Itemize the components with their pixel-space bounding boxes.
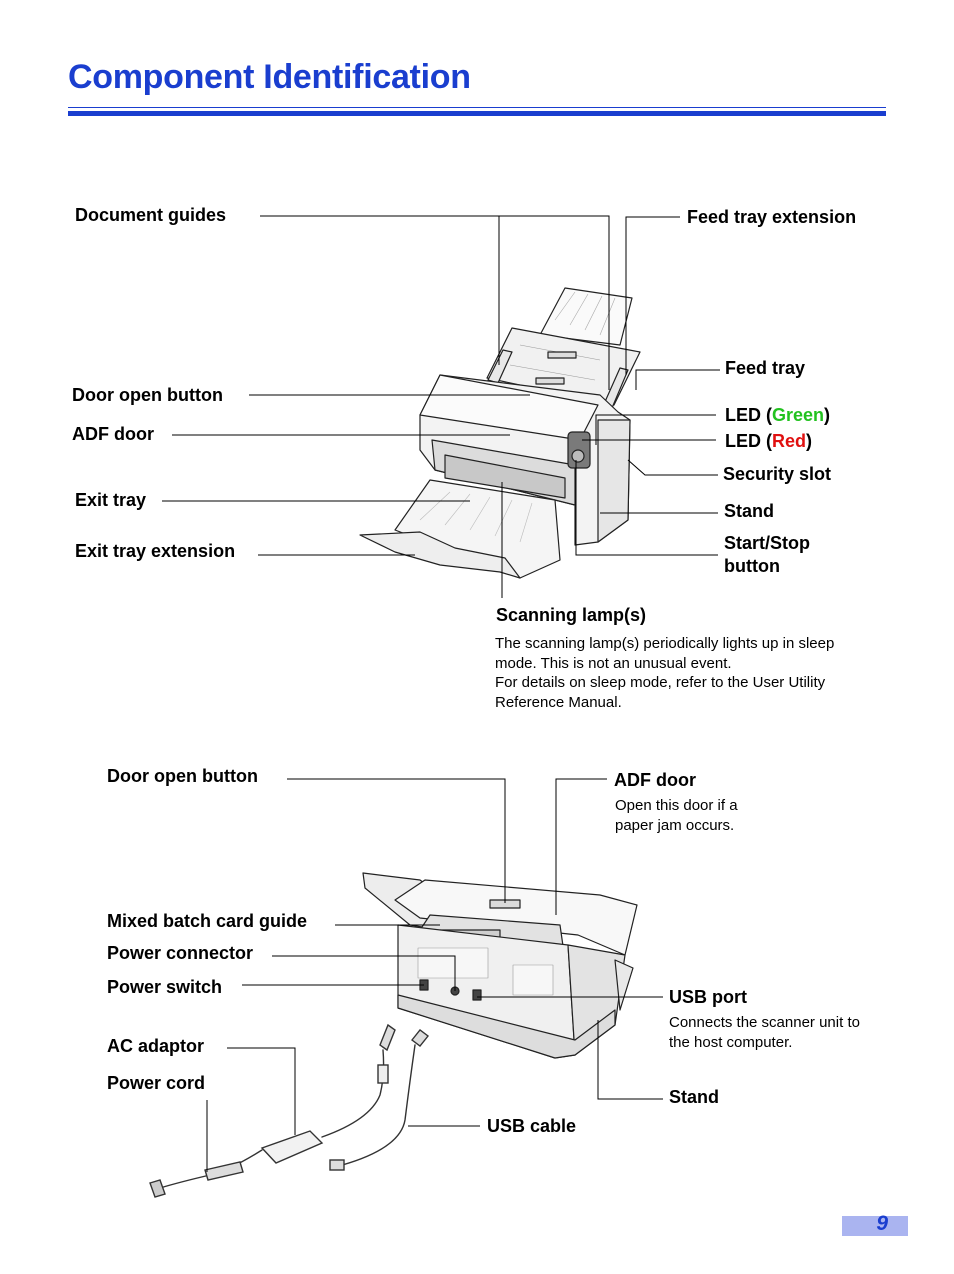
label-start-stop-line2: button (724, 556, 780, 576)
scanning-note-line: For details on sleep mode, refer to the … (495, 674, 826, 691)
front-scanner-illustration (359, 287, 641, 579)
label-document-guides: Document guides (75, 205, 227, 225)
usb-port-note: Connects the scanner unit to the host co… (669, 1013, 860, 1052)
led-red-word: Red (772, 431, 807, 451)
label-adf-door-rear: ADF door (614, 770, 696, 790)
label-scanning-lamps: Scanning lamp(s) (496, 605, 647, 625)
adf-door-note: Open this door if a paper jam occurs. (615, 796, 738, 835)
label-mixed-batch-card-guide: Mixed batch card guide (107, 911, 308, 931)
label-door-open-button: Door open button (72, 385, 223, 405)
scanning-note-line: The scanning lamp(s) periodically lights… (495, 635, 835, 652)
scanning-note: The scanning lamp(s) periodically lights… (495, 634, 834, 712)
scanning-note-line: mode. This is not an unusual event. (495, 654, 732, 672)
title-rule-thin (68, 107, 886, 108)
adf-door-note-line: Open this door if a (615, 797, 738, 814)
label-ac-adaptor: AC adaptor (107, 1036, 205, 1056)
usb-port-note-line: Connects the scanner unit to (669, 1014, 860, 1031)
label-power-cord: Power cord (107, 1073, 206, 1093)
cables-and-adaptor (149, 1023, 429, 1198)
led-red-prefix: LED ( (725, 431, 772, 451)
page-number: 9 (876, 1212, 888, 1235)
front-leader-lines (162, 215, 720, 598)
label-led-red: LED (Red) (725, 430, 812, 452)
label-led-green: LED (Green) (725, 404, 830, 426)
led-green-word: Green (772, 405, 825, 425)
label-start-stop-line1: Start/Stop (724, 533, 811, 553)
label-feed-tray: Feed tray (725, 358, 806, 378)
label-power-switch: Power switch (107, 977, 223, 997)
led-green-suffix: ) (824, 405, 831, 425)
label-security-slot: Security slot (723, 464, 832, 484)
label-door-open-button-rear: Door open button (107, 766, 258, 786)
page-number-box (842, 1216, 908, 1236)
label-adf-door: ADF door (72, 424, 154, 444)
rear-scanner-illustration (362, 872, 638, 1059)
adf-door-note-line: paper jam occurs. (615, 816, 735, 834)
page-title: Component Identification (68, 58, 471, 96)
label-stand-rear: Stand (669, 1087, 720, 1107)
led-green-prefix: LED ( (725, 405, 772, 425)
label-exit-tray: Exit tray (75, 490, 147, 510)
label-feed-tray-extension: Feed tray extension (687, 207, 857, 227)
label-usb-cable: USB cable (487, 1116, 577, 1136)
label-usb-port: USB port (669, 987, 747, 1007)
label-exit-tray-extension: Exit tray extension (75, 541, 236, 561)
label-stand-front: Stand (724, 501, 775, 521)
label-power-connector: Power connector (107, 943, 254, 963)
led-red-suffix: ) (806, 431, 813, 451)
usb-port-note-line: the host computer. (669, 1033, 793, 1051)
rear-leader-lines (206, 778, 663, 1172)
title-rule-thick (68, 111, 886, 116)
scanning-note-line: Reference Manual. (495, 693, 622, 711)
